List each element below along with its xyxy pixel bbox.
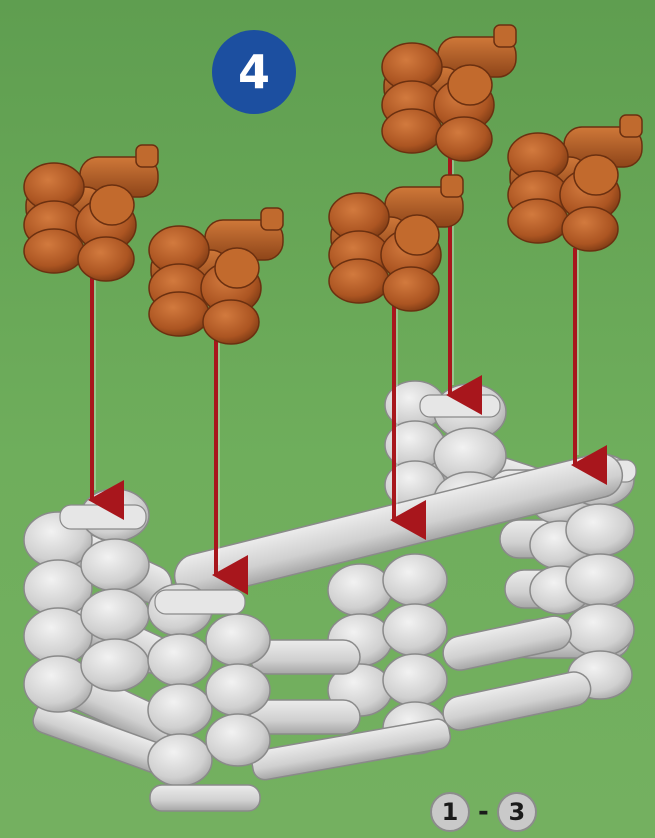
reference-separator: - (478, 797, 489, 827)
step-number-badge: 4 (212, 30, 296, 114)
log-cabin-base-icon (23, 380, 637, 812)
reference-from: 1 (430, 792, 470, 832)
step-reference: 1 - 3 (430, 790, 537, 834)
reference-to: 3 (496, 792, 537, 832)
corner-log-piece-icon (23, 24, 643, 345)
